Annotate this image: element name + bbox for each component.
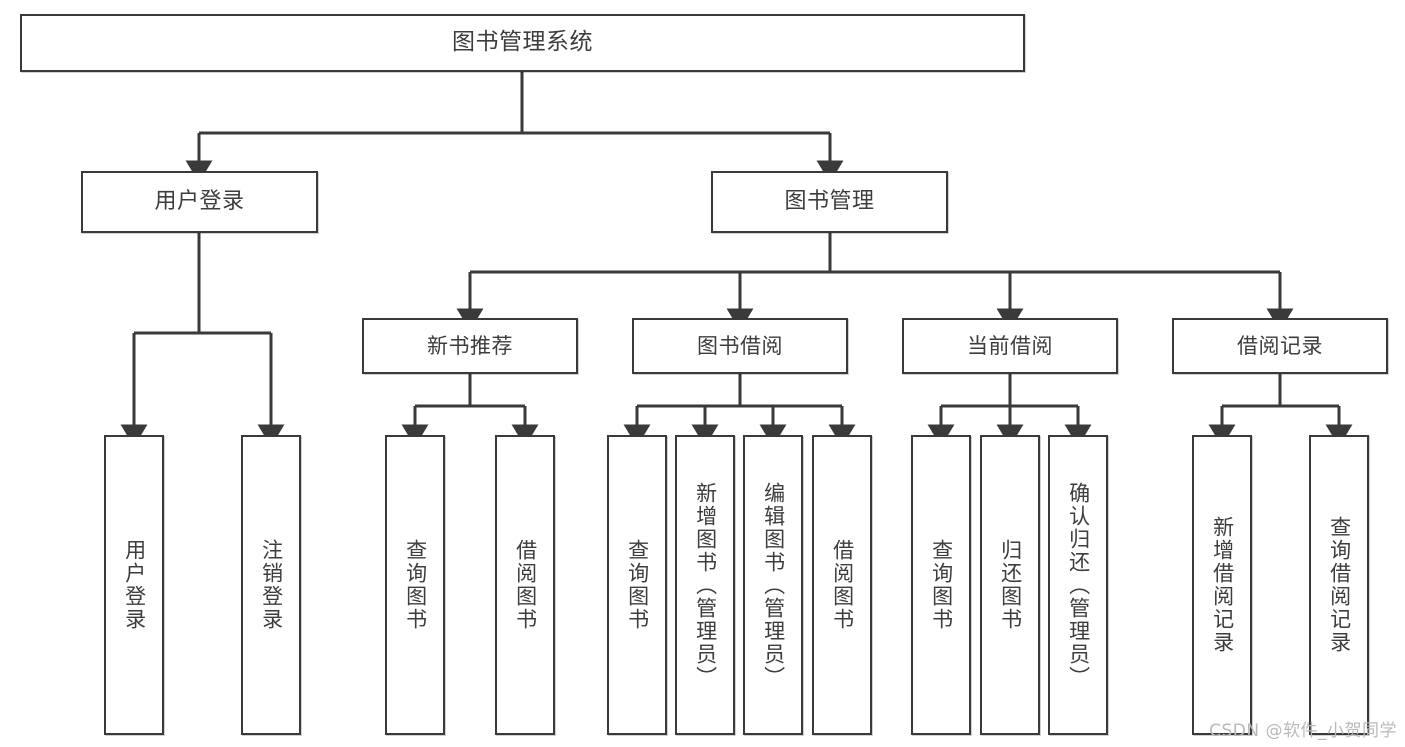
leaf-query-book-current[interactable]: 查询图书 [911,435,971,735]
watermark-text: CSDN @软件_小贺同学 [1209,721,1397,741]
leaf-return-book[interactable]: 归还图书 [980,435,1040,735]
leaf-query-book-borrow[interactable]: 查询图书 [607,435,667,735]
node-book-borrow[interactable]: 图书借阅 [632,318,848,374]
leaf-user-login[interactable]: 用户登录 [104,435,164,735]
node-label: 确认归还（管理员） [1066,481,1091,689]
node-label: 借阅记录 [1237,333,1323,358]
node-book-management[interactable]: 图书管理 [711,171,948,233]
node-label: 图书借阅 [697,333,783,358]
leaf-query-borrow-record[interactable]: 查询借阅记录 [1309,435,1369,735]
node-label: 图书管理 [784,189,875,215]
leaf-logout[interactable]: 注销登录 [241,435,301,735]
leaf-edit-book-admin[interactable]: 编辑图书（管理员） [743,435,803,735]
node-label: 注销登录 [259,539,284,631]
node-label: 用户登录 [122,539,147,631]
node-label: 借阅图书 [513,539,538,631]
node-current-borrow[interactable]: 当前借阅 [902,318,1118,374]
node-label: 用户登录 [154,189,245,215]
leaf-borrow-book-recommend[interactable]: 借阅图书 [495,435,555,735]
leaf-add-book-admin[interactable]: 新增图书（管理员） [675,435,735,735]
node-label: 查询图书 [403,539,428,631]
node-label: 图书管理系统 [452,29,593,56]
node-user-login[interactable]: 用户登录 [81,171,318,233]
node-label: 归还图书 [998,539,1023,631]
node-new-book-recommend[interactable]: 新书推荐 [362,318,578,374]
node-root-system[interactable]: 图书管理系统 [20,14,1025,72]
node-label: 借阅图书 [830,539,855,631]
node-label: 新增借阅记录 [1210,516,1235,654]
node-label: 查询图书 [929,539,954,631]
node-label: 新书推荐 [427,333,513,358]
leaf-confirm-return-admin[interactable]: 确认归还（管理员） [1048,435,1108,735]
node-borrow-records[interactable]: 借阅记录 [1172,318,1388,374]
node-label: 查询图书 [625,539,650,631]
leaf-add-borrow-record[interactable]: 新增借阅记录 [1192,435,1252,735]
node-label: 当前借阅 [967,333,1053,358]
node-label: 编辑图书（管理员） [761,481,786,689]
leaf-borrow-book[interactable]: 借阅图书 [812,435,872,735]
node-label: 查询借阅记录 [1327,516,1352,654]
node-label: 新增图书（管理员） [693,481,718,689]
leaf-query-book-recommend[interactable]: 查询图书 [385,435,445,735]
